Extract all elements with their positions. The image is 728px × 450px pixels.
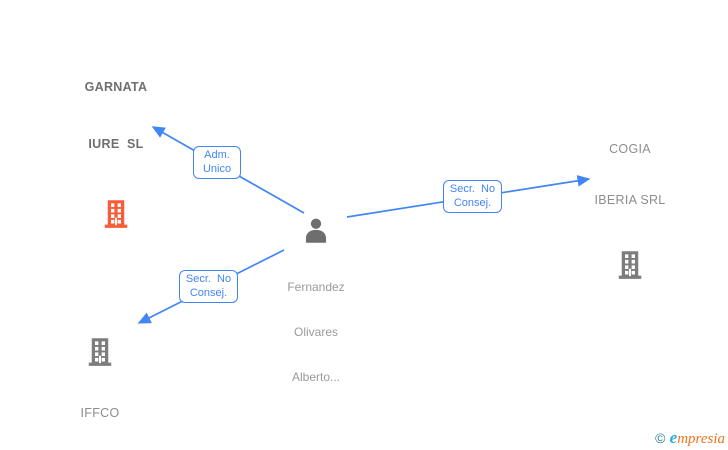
edge-label-line: Consej. bbox=[189, 286, 228, 299]
edge-label-line: Consej. bbox=[453, 196, 492, 209]
company-node-cogia-iberia-srl[interactable]: COGIA IBERIA SRL bbox=[578, 107, 682, 281]
company-node-garnata-iure-sl[interactable]: GARNATA IURE SL bbox=[64, 40, 168, 230]
company-name: COGIA IBERIA SRL bbox=[578, 107, 682, 243]
edge-label-line: Adm. bbox=[204, 149, 230, 161]
person-icon bbox=[305, 218, 327, 243]
person-name-line: Olivares bbox=[293, 325, 338, 339]
logo-letter-e: e bbox=[669, 428, 678, 447]
person-name-line: Fernandez bbox=[287, 280, 345, 294]
company-name-line: COGIA bbox=[609, 142, 651, 156]
edge-label-secr-no-consej-left: Secr. No Consej. bbox=[179, 270, 238, 303]
edge-label-line: Unico bbox=[202, 162, 232, 175]
building-icon bbox=[618, 251, 642, 279]
building-icon bbox=[88, 338, 112, 366]
person-name: Fernandez Olivares Alberto... bbox=[266, 250, 366, 415]
company-name-line: IFFCO bbox=[80, 406, 120, 420]
company-name-line: GARNATA bbox=[84, 80, 148, 94]
person-node-fernandez-olivares[interactable]: Fernandez Olivares Alberto... bbox=[266, 216, 366, 415]
logo-wordmark: mpresia bbox=[677, 431, 725, 447]
company-name-line: IURE SL bbox=[88, 137, 144, 151]
company-node-iffco-iberia-sl[interactable]: IFFCO IBERIA SL bbox=[48, 336, 152, 450]
edge-label-line: Secr. No bbox=[449, 183, 496, 195]
person-name-line: Alberto... bbox=[291, 370, 341, 384]
company-name: GARNATA IURE SL bbox=[64, 40, 168, 192]
edge-label-secr-no-consej-right: Secr. No Consej. bbox=[443, 180, 502, 213]
company-name: IFFCO IBERIA SL bbox=[48, 373, 152, 450]
copyright-symbol: © bbox=[655, 430, 666, 446]
edge-label-line: Secr. No bbox=[185, 273, 232, 285]
company-name-line: IBERIA SRL bbox=[594, 193, 666, 207]
empresia-logo[interactable]: © empresia bbox=[655, 428, 725, 448]
building-icon bbox=[104, 200, 128, 228]
edge-label-adm-unico: Adm. Unico bbox=[193, 146, 241, 179]
